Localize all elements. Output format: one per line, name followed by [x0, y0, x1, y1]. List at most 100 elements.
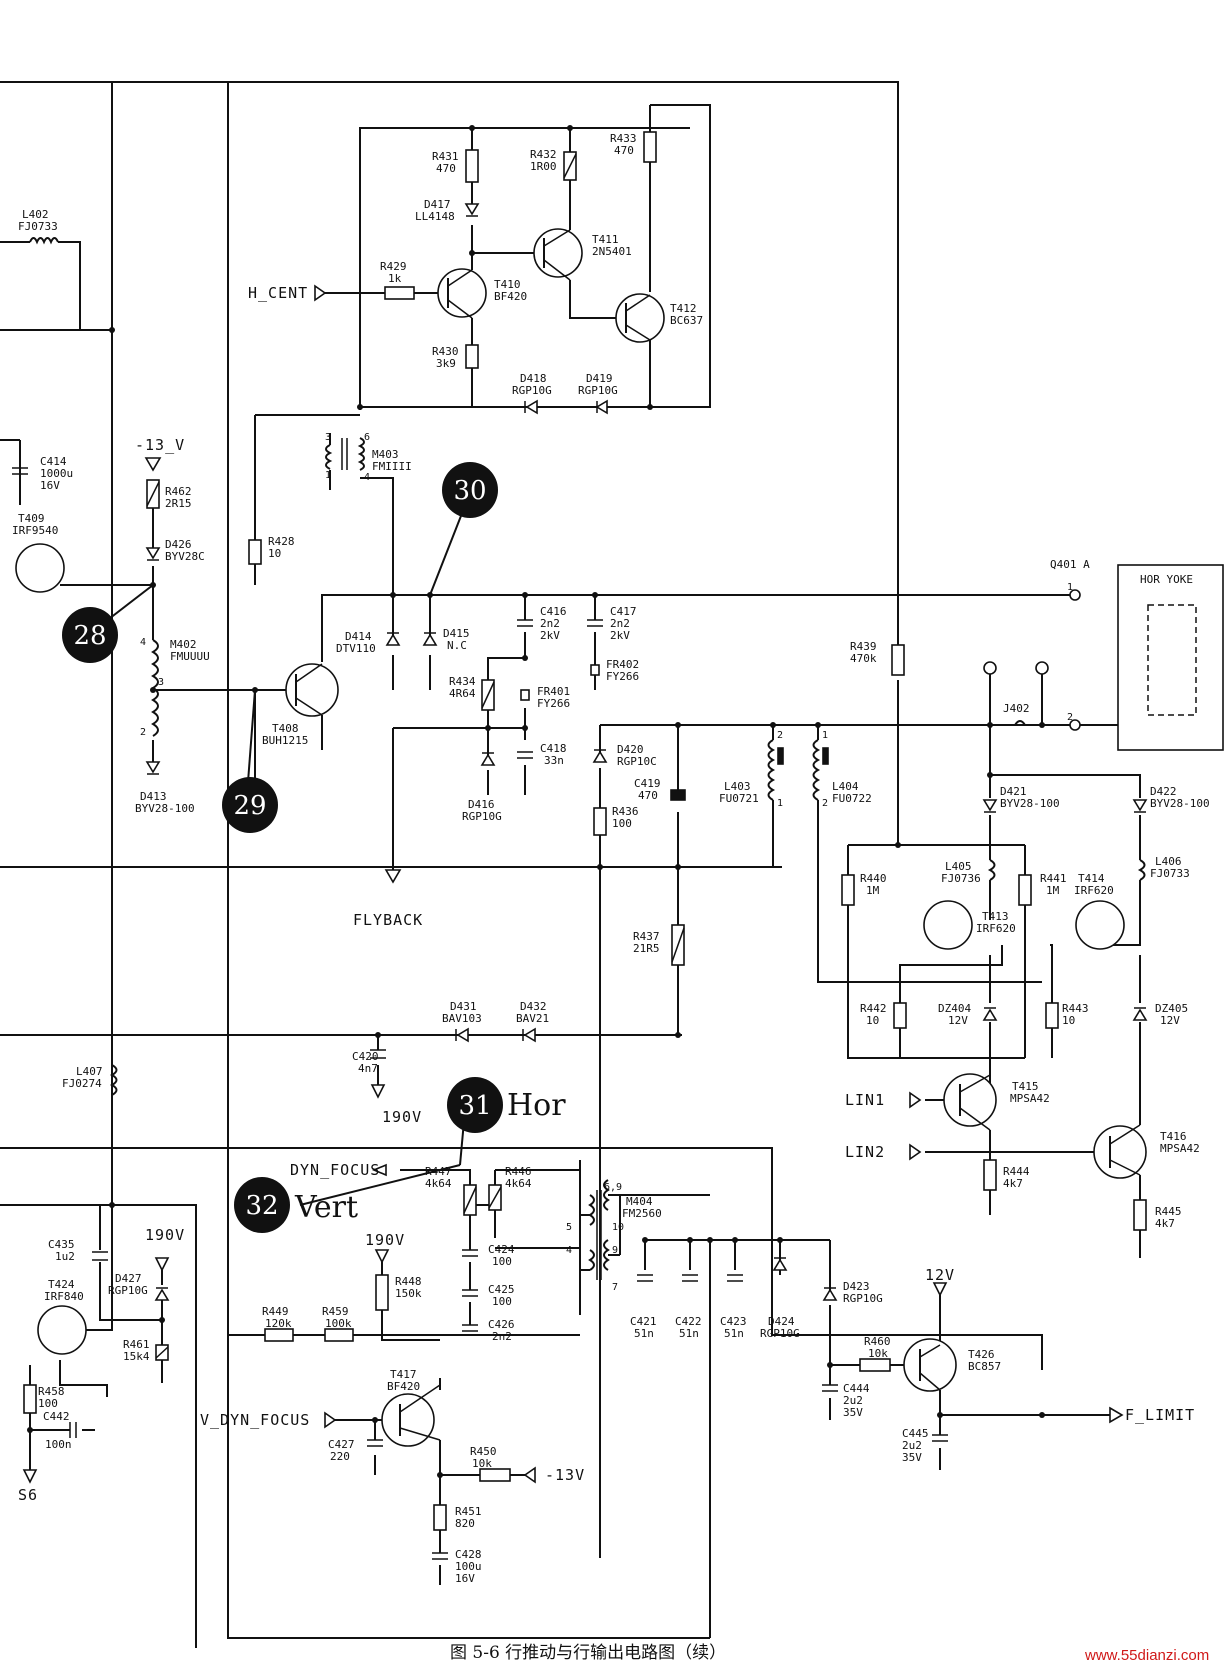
label-r445: R445 — [1155, 1205, 1182, 1218]
label-r460: R460 — [864, 1335, 891, 1348]
net-f-limit: F_LIMIT — [1125, 1406, 1195, 1424]
label-d417-val: LL4148 — [415, 210, 455, 223]
label-d419: D419 — [586, 372, 613, 385]
label-r431: R431 — [432, 150, 459, 163]
label-r428-val: 10 — [268, 547, 281, 560]
label-r450-val: 10k — [472, 1457, 492, 1470]
component-labels: L402 FJ0733 C414 1000u 16V T409 IRF9540 … — [12, 132, 1210, 1585]
label-d421-val: BYV28-100 — [1000, 797, 1060, 810]
svg-text:4: 4 — [364, 472, 370, 483]
marker-30-label: 30 — [453, 476, 486, 506]
label-c442: C442 — [43, 1410, 70, 1423]
q401a-label: Q401 A — [1050, 558, 1090, 571]
label-c442-val: 100n — [45, 1438, 72, 1451]
net-190v-b: 190V — [145, 1226, 185, 1244]
label-r443-val: 10 — [1062, 1014, 1075, 1027]
label-c435: C435 — [48, 1238, 75, 1251]
label-d415-val: N.C — [447, 639, 467, 652]
label-r430-val: 3k9 — [436, 357, 456, 370]
label-fr401-val: FY266 — [537, 697, 570, 710]
label-r443: R443 — [1062, 1002, 1089, 1015]
label-m403-val: FMIIII — [372, 460, 412, 473]
label-c424-val: 100 — [492, 1255, 512, 1268]
label-t414: T414 — [1078, 872, 1105, 885]
label-c416-val: 2n2 — [540, 617, 560, 630]
svg-text:6: 6 — [364, 432, 370, 443]
label-r428: R428 — [268, 535, 295, 548]
label-r440: R440 — [860, 872, 887, 885]
label-r447: R447 — [425, 1165, 452, 1178]
label-r458-val: 100 — [38, 1397, 58, 1410]
label-d431-val: BAV103 — [442, 1012, 482, 1025]
label-r451-val: 820 — [455, 1517, 475, 1530]
label-t417-val: BF420 — [387, 1380, 420, 1393]
svg-text:3: 3 — [325, 432, 331, 443]
marker-28 — [62, 607, 118, 663]
label-t409-val: IRF9540 — [12, 524, 58, 537]
label-r462-val: 2R15 — [165, 497, 192, 510]
label-d420-val: RGP10C — [617, 755, 657, 768]
label-r459: R459 — [322, 1305, 349, 1318]
figure-caption: 图 5-6 行推动与行输出电路图（续） — [450, 1643, 726, 1663]
label-d421: D421 — [1000, 785, 1027, 798]
label-c417-val2: 2kV — [610, 629, 630, 642]
label-c428-val: 100u — [455, 1560, 482, 1573]
label-d416-val: RGP10G — [462, 810, 502, 823]
label-fr402: FR402 — [606, 658, 639, 671]
label-c427-val: 220 — [330, 1450, 350, 1463]
label-t416: T416 — [1160, 1130, 1187, 1143]
annotation-markers: 28 29 30 31 Hor 32 Vert — [62, 462, 566, 1233]
label-l407: L407 — [76, 1065, 103, 1078]
label-r434-val: 4R64 — [449, 687, 476, 700]
label-d413-val: BYV28-100 — [135, 802, 195, 815]
svg-text:2: 2 — [140, 727, 146, 738]
label-t426-val: BC857 — [968, 1360, 1001, 1373]
label-c416-val2: 2kV — [540, 629, 560, 642]
label-r440-val: 1M — [866, 884, 880, 897]
label-c428: C428 — [455, 1548, 482, 1561]
label-r433: R433 — [610, 132, 637, 145]
svg-text:6,9: 6,9 — [604, 1182, 622, 1193]
label-t414-val: IRF620 — [1074, 884, 1114, 897]
label-dz405: DZ405 — [1155, 1002, 1188, 1015]
label-d424: D424 — [768, 1315, 795, 1328]
label-d414: D414 — [345, 630, 372, 643]
label-c421-val: 51n — [634, 1327, 654, 1340]
marker-32-label: 32 — [245, 1191, 278, 1221]
wires — [0, 81, 1141, 1648]
svg-text:4: 4 — [566, 1245, 572, 1256]
label-d427: D427 — [115, 1272, 142, 1285]
junction-dots — [27, 125, 1045, 1478]
label-d424-val: RGP10G — [760, 1327, 800, 1340]
label-c419-val: 470 — [638, 789, 658, 802]
marker-31-label: 31 — [458, 1091, 491, 1121]
svg-text:2: 2 — [777, 730, 783, 741]
label-c414: C414 — [40, 455, 67, 468]
label-m404-val: FM2560 — [622, 1207, 662, 1220]
label-c444-val: 2u2 — [843, 1394, 863, 1407]
label-t409: T409 — [18, 512, 45, 525]
svg-text:2: 2 — [822, 798, 828, 809]
label-c426: C426 — [488, 1318, 515, 1331]
label-r445-val: 4k7 — [1155, 1217, 1175, 1230]
label-m402-val: FMUUUU — [170, 650, 210, 663]
label-c422-val: 51n — [679, 1327, 699, 1340]
label-l402-val: FJ0733 — [18, 220, 58, 233]
label-t413-val: IRF620 — [976, 922, 1016, 935]
net-lin1: LIN1 — [845, 1091, 885, 1109]
label-l403: L403 — [724, 780, 751, 793]
net-190v-a: 190V — [382, 1108, 422, 1126]
label-c423: C423 — [720, 1315, 747, 1328]
label-c428-val2: 16V — [455, 1572, 475, 1585]
label-d422: D422 — [1150, 785, 1177, 798]
label-r441-val: 1M — [1046, 884, 1060, 897]
net-neg13v-top: -13_V — [135, 436, 185, 454]
label-c419: C419 — [634, 777, 661, 790]
label-r462: R462 — [165, 485, 192, 498]
label-l404: L404 — [832, 780, 859, 793]
label-t417: T417 — [390, 1368, 417, 1381]
label-c426-val: 2n2 — [492, 1330, 512, 1343]
label-c445-val: 2u2 — [902, 1439, 922, 1452]
label-r447-val: 4k64 — [425, 1177, 452, 1190]
